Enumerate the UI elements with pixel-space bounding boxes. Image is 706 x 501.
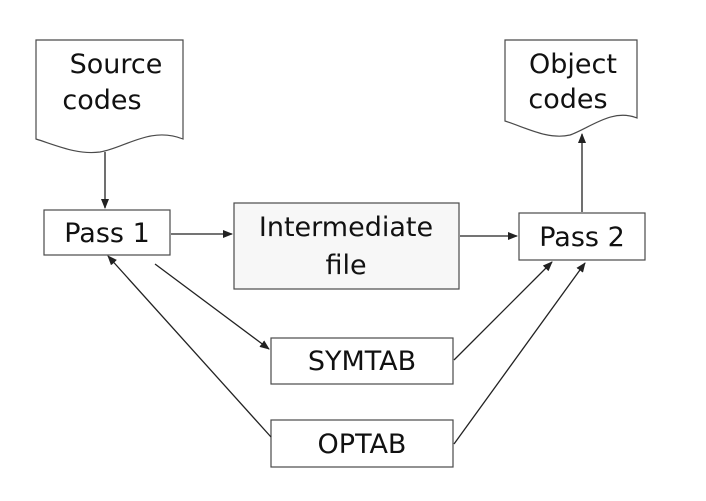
source-codes-document-shape	[35, 39, 184, 154]
object-codes-document-shape	[504, 39, 638, 137]
intermediate-file-node: Intermediate file	[233, 202, 460, 290]
pass2-label: Pass 2	[539, 222, 625, 253]
optab-box	[270, 419, 454, 468]
intermediate-file-line2: file	[325, 250, 366, 281]
optab-label: OPTAB	[318, 429, 407, 460]
pass1-box	[43, 209, 171, 256]
source-codes-line1: Source	[70, 49, 163, 80]
pass2-node: Pass 2	[518, 212, 646, 261]
pass1-label: Pass 1	[64, 218, 150, 249]
object-codes-node: Object codes	[504, 39, 638, 137]
source-codes-node: Source codes	[35, 39, 184, 154]
intermediate-file-line1: Intermediate	[259, 212, 433, 243]
arrow-optab-to-pass2	[453, 262, 586, 445]
intermediate-file-box	[233, 202, 460, 290]
object-codes-line2: codes	[528, 84, 607, 115]
optab-node: OPTAB	[270, 419, 454, 468]
arrow-optab-to-pass1	[107, 255, 272, 438]
source-codes-line2: codes	[62, 85, 141, 116]
symtab-node: SYMTAB	[270, 337, 454, 385]
symtab-label: SYMTAB	[308, 346, 416, 377]
symtab-box	[270, 337, 454, 385]
pass2-box	[518, 212, 646, 261]
object-codes-line1: Object	[529, 49, 617, 80]
pass1-node: Pass 1	[43, 209, 171, 256]
arrow-symtab-to-pass2	[453, 261, 553, 361]
arrow-pass1-to-symtab	[154, 263, 270, 350]
